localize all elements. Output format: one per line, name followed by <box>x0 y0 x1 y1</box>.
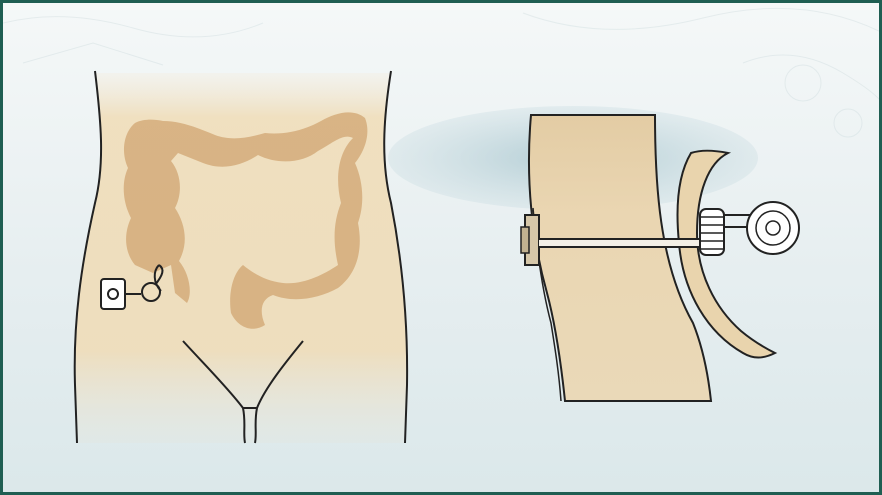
medical-illustration <box>3 3 882 495</box>
abdomen-front-view <box>75 71 407 443</box>
